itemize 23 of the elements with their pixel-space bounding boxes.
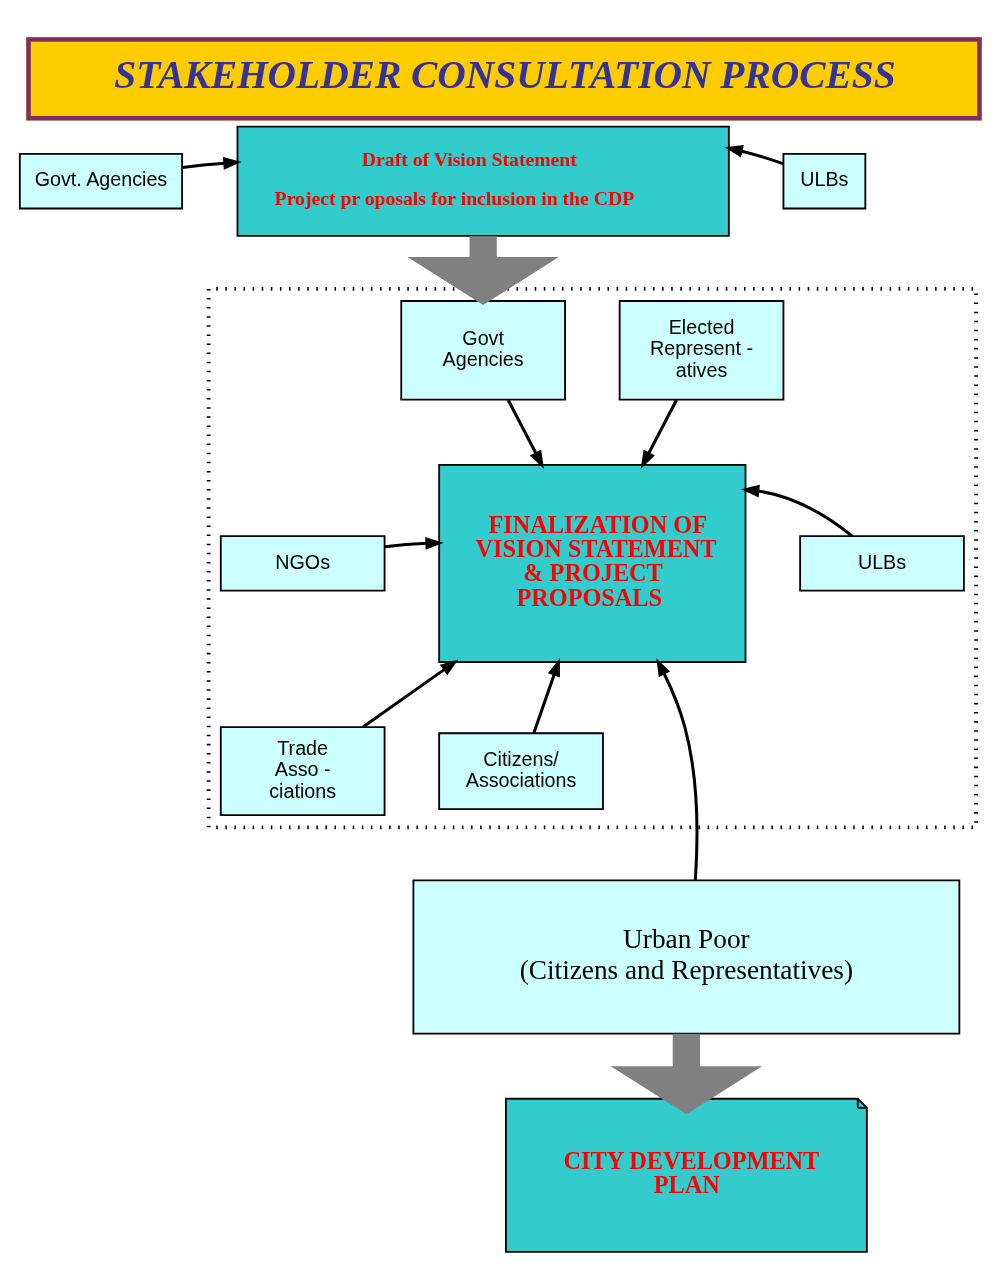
cluster xyxy=(206,287,978,830)
arrow xyxy=(182,157,242,170)
arrow xyxy=(610,1033,762,1115)
node-box: ULBs xyxy=(799,535,965,592)
arrow xyxy=(640,399,678,469)
diagram-title: STAKEHOLDER CONSULTATION PROCESS xyxy=(114,52,896,97)
node-box: NGOs xyxy=(219,535,386,592)
arrow xyxy=(362,659,459,729)
node-box: Urban Poor (Citizens and Representatives) xyxy=(412,879,961,1035)
node-box: Trade Asso - ciations xyxy=(219,726,386,817)
node-box: Elected Represent - atives xyxy=(618,300,785,401)
node-box: Citizens/ Associations xyxy=(438,732,604,810)
arrow xyxy=(506,399,544,469)
node-box: ULBs xyxy=(782,153,867,210)
arrow xyxy=(384,537,444,550)
node-box: Draft of Vision Statement Project pr oposals for inclusion in the CDP xyxy=(236,125,730,237)
node-box: Govt Agencies xyxy=(400,300,566,401)
node-box: Govt. Agencies xyxy=(18,153,183,210)
arrow xyxy=(741,484,854,538)
node-box: FINALIZATION OF VISION STATEMENT & PROJECT PROPOSALS xyxy=(438,463,747,663)
arrow xyxy=(656,658,699,881)
arrow xyxy=(532,658,560,734)
arrow xyxy=(724,145,784,166)
